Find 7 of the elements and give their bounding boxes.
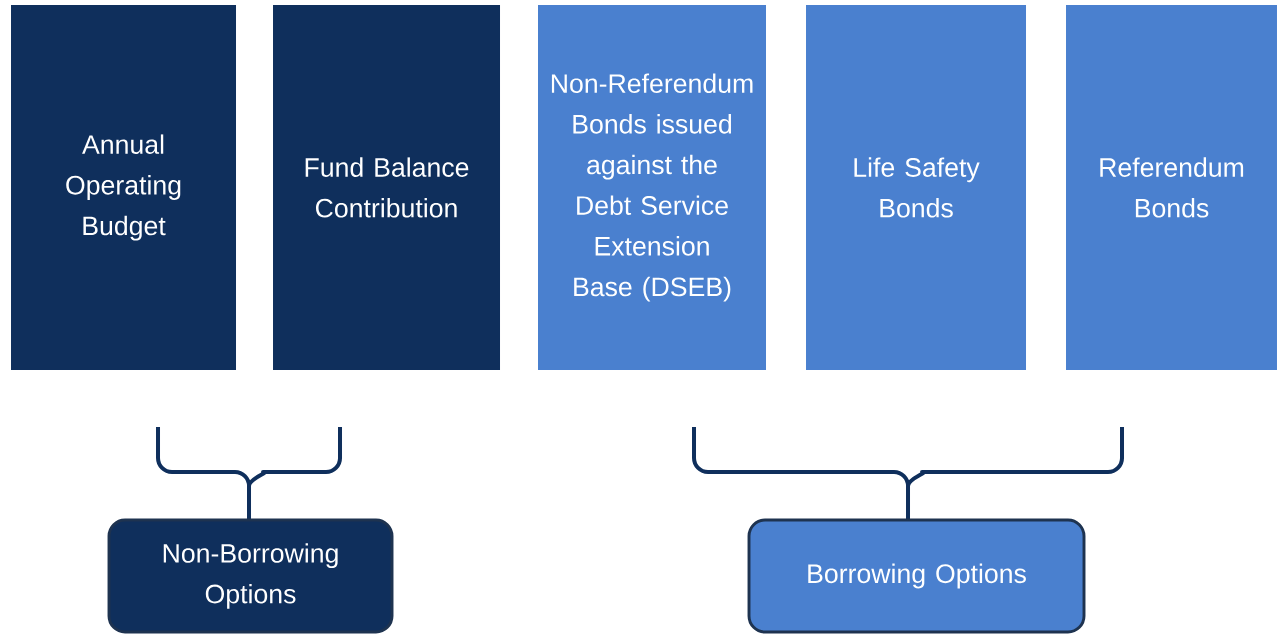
option-box: Fund Balance Contribution bbox=[273, 5, 500, 370]
category-box: Non-Borrowing Options bbox=[107, 518, 394, 634]
category-box: Borrowing Options bbox=[747, 518, 1086, 634]
option-box: Life Safety Bonds bbox=[806, 5, 1026, 370]
option-box: Non-Referendum Bonds issued against the Debt Service Extension Base (DSEB) bbox=[538, 5, 766, 370]
option-box: Referendum Bonds bbox=[1066, 5, 1277, 370]
option-box: Annual Operating Budget bbox=[11, 5, 236, 370]
